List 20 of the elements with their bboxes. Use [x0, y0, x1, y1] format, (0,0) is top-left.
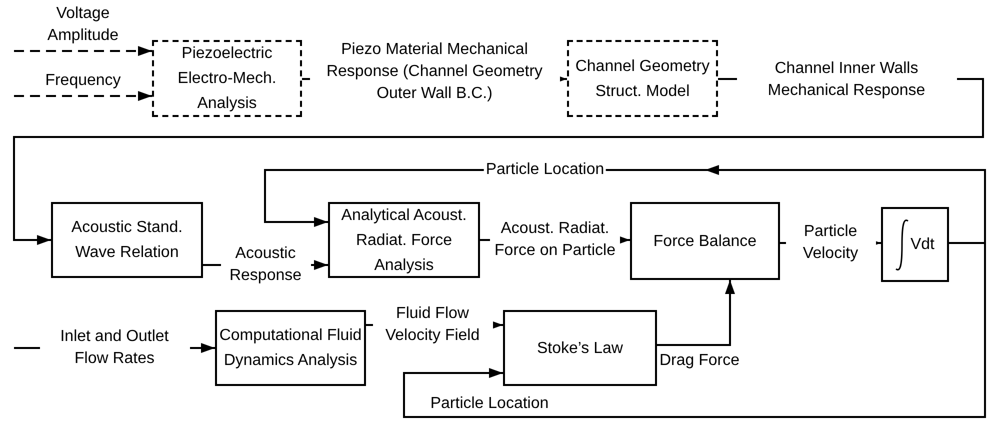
box-label: Acoustic Stand. Wave Relation	[70, 218, 184, 263]
arrow	[14, 46, 152, 56]
box-label: Channel Geometry Struct. Model	[574, 56, 711, 102]
box-label: Analytical Acoust. Radiat. Force Analysis	[340, 206, 468, 276]
box-label: Computational Fluid Dynamics Analysis	[218, 326, 363, 371]
process-box	[328, 202, 480, 278]
arrow	[657, 280, 735, 346]
box-label: Vdt	[910, 235, 934, 255]
arrow	[14, 91, 152, 101]
process-box	[51, 202, 203, 278]
process-box	[567, 40, 718, 117]
arrow	[403, 242, 986, 418]
process-box	[152, 40, 302, 117]
process-box	[215, 310, 366, 386]
box-label: Stoke’s Law	[537, 338, 623, 358]
box-label: Piezoelectric Electro-Mech. Analysis	[176, 44, 278, 114]
process-box	[503, 310, 657, 386]
process-box	[630, 202, 780, 280]
box-label: Force Balance	[653, 232, 757, 252]
integrator-block	[881, 207, 949, 282]
